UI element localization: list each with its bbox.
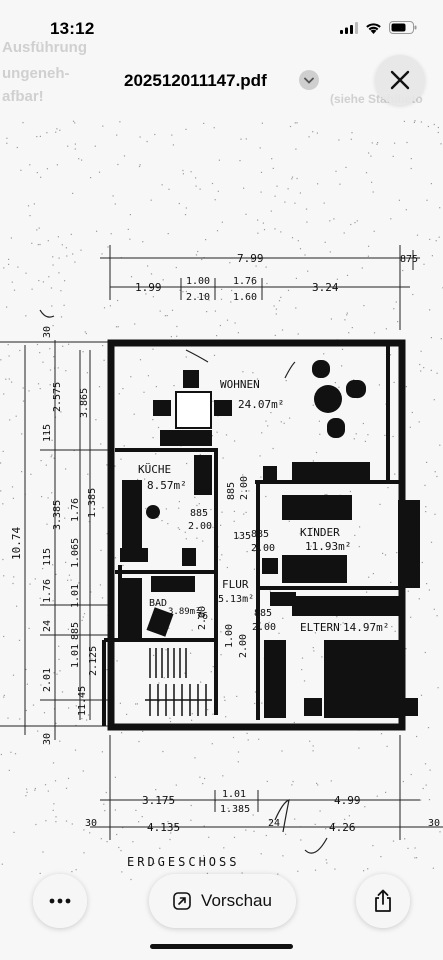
share-button[interactable] (356, 874, 410, 928)
dim-top-row3-b: 1.60 (233, 292, 257, 303)
dim-left-col1-4: 115 (42, 548, 53, 566)
furniture (120, 360, 420, 718)
room-name-eltern: ELTERN (300, 621, 340, 634)
dim-bottom-row1-a: 3.175 (142, 794, 175, 807)
open-external-icon (173, 892, 191, 910)
status-bar: 13:12 (0, 0, 443, 56)
battery-icon (389, 21, 417, 34)
door-label-11: 2.00 (238, 634, 249, 658)
room-name-wohnen: WOHNEN (220, 378, 260, 391)
door-label-7: 2.00 (239, 476, 250, 500)
status-icons (340, 21, 417, 34)
dim-left-col2-3: 1.065 (70, 538, 81, 568)
dim-bottom-row1-c: 4.99 (334, 794, 361, 807)
dim-left-col2-5: 885 (70, 622, 81, 640)
dim-left-col2-1: 1.76 (70, 498, 81, 522)
dim-bottom-row1sub-a: 1.385 (220, 804, 250, 815)
door-label-0: 885 (190, 508, 208, 519)
close-icon (390, 70, 410, 90)
door-label-8: 885 (226, 482, 237, 500)
title-bar: 202512011147.pdf (0, 60, 443, 104)
scan-noise (0, 120, 443, 881)
dim-left-col1-3: 3.385 (52, 500, 63, 530)
dim-left-col1-1: 2.575 (52, 382, 63, 412)
dim-top-row3-a: 2.10 (186, 292, 210, 303)
bg-text-left-1: Ausführung (2, 39, 87, 56)
room-area-kueche: 8.57m² (147, 479, 187, 492)
room-name-flur: FLUR (222, 578, 249, 591)
door-label-12: 76 (196, 611, 208, 622)
dim-bottom-row2-d: 4.26 (329, 821, 356, 834)
dim-bottom-row2-a: 30 (85, 818, 97, 829)
dim-left-col2-7: 2.125 (88, 646, 99, 676)
share-icon (375, 889, 391, 912)
floor-label: ERDGESCHOSS (127, 855, 239, 869)
room-name-kinder: KINDER (300, 526, 340, 539)
dim-top-row2-a: 1.99 (135, 281, 162, 294)
chevron-down-icon (304, 77, 314, 84)
door-label-6: 135 (233, 531, 251, 542)
dim-left-col1-0: 30 (42, 326, 53, 338)
dim-top-row2-c: 1.76 (233, 276, 257, 287)
dim-top-total: 7.99 (237, 252, 264, 265)
dim-left-misc-0: 11.45 (77, 686, 88, 716)
bg-text-left-2: ungeneh- (2, 65, 70, 82)
dim-left-total: 10.74 (10, 527, 23, 560)
door-label-4: 885 (254, 608, 272, 619)
title-menu-button[interactable] (299, 70, 319, 90)
dim-bottom-row2-c: 24 (268, 818, 280, 829)
dim-bottom-row1-b: 1.01 (222, 789, 246, 800)
dim-bottom-row2-b: 4.135 (147, 821, 180, 834)
status-time: 13:12 (50, 19, 95, 38)
room-area-kinder: 11.93m² (305, 540, 351, 553)
dim-top-row2-d: 3.24 (312, 281, 339, 294)
dim-left-col2-4: 1.01 (70, 584, 81, 608)
wifi-icon (366, 22, 381, 34)
document-title[interactable]: 202512011147.pdf (124, 71, 267, 90)
stairs (145, 648, 212, 716)
room-area-flur: 5.13m² (218, 594, 254, 605)
close-button[interactable] (375, 55, 425, 105)
dim-left-col1-5: 1.76 (42, 579, 53, 603)
dim-top-right: 875 (400, 254, 418, 265)
room-area-eltern: 14.97m² (343, 621, 389, 634)
bg-text-left-3: afbar! (2, 88, 44, 105)
room-area-bad: 3.89m² (168, 607, 201, 617)
dim-top-row2-b: 1.00 (186, 276, 210, 287)
dim-left-col1-2: 115 (42, 424, 53, 442)
room-name-bad: BAD (149, 598, 167, 609)
dim-left-col1-8: 30 (42, 733, 53, 745)
dim-bottom-row2-e: 30 (428, 818, 440, 829)
handwritten-marks (39, 309, 328, 854)
door-label-3: 2.00 (251, 543, 275, 554)
dim-left-col2-2: 1.385 (87, 488, 98, 518)
preview-label: Vorschau (201, 891, 272, 910)
preview-button[interactable]: Vorschau (149, 874, 296, 928)
more-button[interactable] (33, 874, 87, 928)
dim-left-col2-0: 3.865 (79, 388, 90, 418)
room-area-wohnen: 24.07m² (238, 398, 284, 411)
door-label-9: 2.00 (197, 606, 208, 630)
dim-left-col1-6: 24 (42, 620, 53, 632)
ellipsis-icon (49, 898, 71, 904)
door-label-5: 2.00 (252, 622, 276, 633)
room-name-kueche: KÜCHE (138, 463, 171, 476)
dim-left-col2-6: 1.01 (70, 644, 81, 668)
cellular-signal-icon (340, 21, 358, 34)
door-label-10: 1.00 (224, 624, 235, 648)
door-label-2: 885 (251, 529, 269, 540)
dim-left-col1-7: 2.01 (42, 668, 53, 692)
door-label-1: 2.00 (188, 521, 212, 532)
home-indicator[interactable] (150, 944, 293, 949)
